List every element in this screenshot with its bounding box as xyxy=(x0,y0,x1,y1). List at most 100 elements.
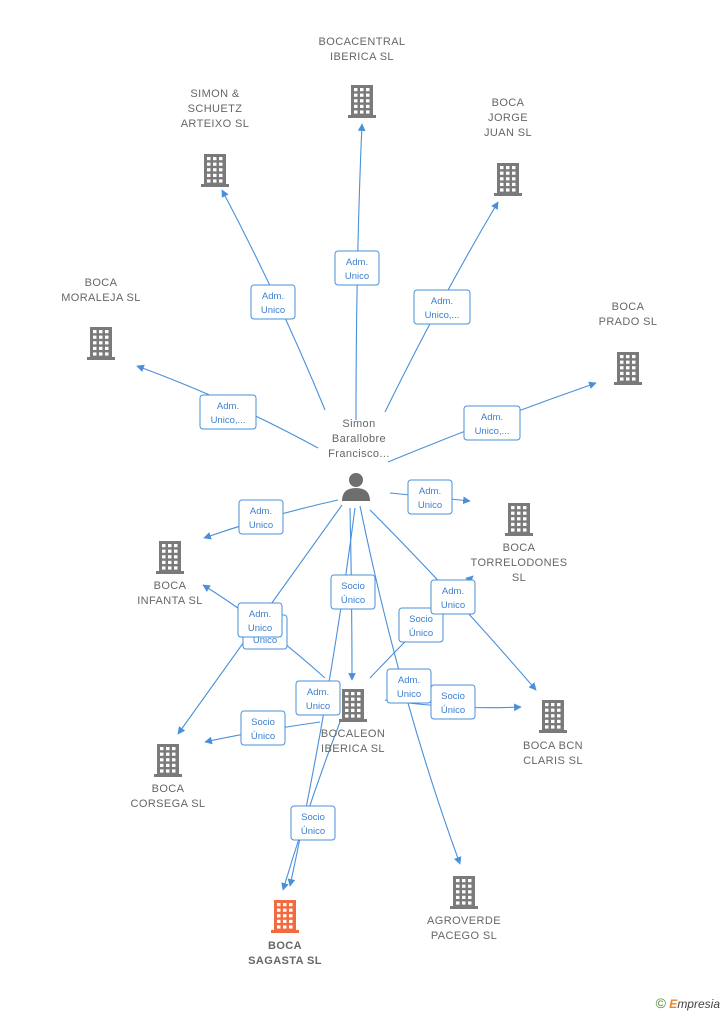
company-label-infanta-line: INFANTA SL xyxy=(137,595,203,607)
edge-label-line: Adm. xyxy=(431,296,453,307)
company-label-sagasta-line: SAGASTA SL xyxy=(248,955,322,967)
edge-label-e2[interactable]: Adm. Unico xyxy=(250,284,296,320)
edge-label-line: Adm. xyxy=(262,291,284,302)
company-label-moraleja-line: MORALEJA SL xyxy=(61,292,141,304)
edge-label-e1[interactable]: Adm. Unico xyxy=(334,250,380,286)
company-label-jorge-line: JORGE xyxy=(488,112,528,124)
edge-label-line: Unico xyxy=(253,635,277,646)
edge-label-text: Adm. Unico xyxy=(248,609,272,634)
person-icon[interactable] xyxy=(342,473,370,501)
person-label-line: Barallobre xyxy=(332,433,386,445)
edge-label-line: Unico xyxy=(397,689,421,700)
edge-label-line: Unico xyxy=(249,520,273,531)
company-label-simon-line: ARTEIXO SL xyxy=(181,118,250,130)
building-icon-claris[interactable] xyxy=(539,700,567,733)
company-label-simon-line: SCHUETZ xyxy=(188,103,243,115)
building-icon-corsega[interactable] xyxy=(154,744,182,777)
edge-label-text: Adm.Unico xyxy=(397,675,421,700)
edge-label-line: Socio xyxy=(341,581,365,592)
edge-label-e15[interactable]: Adm.Unico xyxy=(386,668,432,704)
edge-label-line: Único xyxy=(301,826,325,837)
company-label-simon: SIMON & SCHUETZ ARTEIXO SL xyxy=(181,88,250,130)
person-label-line: Francisco... xyxy=(328,448,390,460)
company-label-corsega-line: BOCA xyxy=(152,783,185,795)
edge-label-line: Unico xyxy=(248,623,272,634)
company-label-agroverde-line: PACEGO SL xyxy=(431,930,497,942)
company-label-infanta-line: BOCA xyxy=(154,580,187,592)
building-icon-bocacentral[interactable] xyxy=(348,85,376,118)
building-icon-prado[interactable] xyxy=(614,352,642,385)
edge-label-e5[interactable]: Adm. Unico,... xyxy=(463,405,521,441)
edge-label-line: Adm. xyxy=(442,586,464,597)
company-label-moraleja: BOCA MORALEJA SL xyxy=(61,277,141,304)
building-icon-infanta[interactable] xyxy=(156,541,184,574)
edge-label-text: Adm.Unico xyxy=(306,687,330,712)
edge-label-line: Unico,... xyxy=(475,426,510,437)
building-icon-simon[interactable] xyxy=(201,154,229,187)
company-label-bocaleon: BOCALEON IBERICA SL xyxy=(321,728,385,755)
building-icon-sagasta[interactable] xyxy=(271,900,299,933)
edge-label-e3[interactable]: Adm. Unico,... xyxy=(413,289,471,325)
edge-label-line: Unico xyxy=(418,500,442,511)
edge-label-text: Adm. Unico,... xyxy=(425,296,460,321)
company-label-simon-line: SIMON & xyxy=(190,88,240,100)
edge-label-e12[interactable]: Adm.Unico xyxy=(295,680,341,716)
edge-line xyxy=(281,721,341,891)
edge-label-line: Adm. xyxy=(250,506,272,517)
person-label-line: Simon xyxy=(342,418,375,430)
building-icon-bocaleon[interactable] xyxy=(339,689,367,722)
brand-initial: E xyxy=(669,997,678,1011)
company-label-claris-line: BOCA BCN xyxy=(523,740,583,752)
edge-label-text: Adm. Unico xyxy=(249,506,273,531)
edge-label-text: Adm. Unico xyxy=(261,291,285,316)
company-label-torrelodones-line: SL xyxy=(512,572,526,584)
building-icon-agroverde[interactable] xyxy=(450,876,478,909)
edge-label-text: Adm.Unico,... xyxy=(211,401,246,426)
edge-label-line: Único xyxy=(251,731,275,742)
edge-label-line: Adm. xyxy=(481,412,503,423)
company-label-bocaleon-line: BOCALEON xyxy=(321,728,385,740)
edge-label-line: Adm. xyxy=(346,257,368,268)
edge-label-line: Único xyxy=(441,705,465,716)
building-icon-moraleja[interactable] xyxy=(87,327,115,360)
building-icon-jorge[interactable] xyxy=(494,163,522,196)
company-label-infanta: BOCA INFANTA SL xyxy=(137,580,203,607)
company-label-moraleja-line: BOCA xyxy=(85,277,118,289)
company-label-bocaleon-line: IBERICA SL xyxy=(321,743,385,755)
edge-label-line: Unico,... xyxy=(425,310,460,321)
copyright-icon: © xyxy=(655,995,666,1011)
edge-label-line: Unico xyxy=(345,271,369,282)
edge-label-line: Adm. xyxy=(249,609,271,620)
edge-label-e7[interactable]: Adm. Unico xyxy=(238,499,284,535)
edge-label-text: Adm. Unico,... xyxy=(475,412,510,437)
company-label-bocacentral-line: BOCACENTRAL xyxy=(319,36,406,48)
building-icon-torrelodones[interactable] xyxy=(505,503,533,536)
edge-label-line: Socio xyxy=(301,812,325,823)
company-label-prado-line: PRADO SL xyxy=(599,316,658,328)
company-label-torrelodones-line: TORRELODONES xyxy=(471,557,568,569)
edge-label-line: Socio xyxy=(409,614,433,625)
edge-label-line: Socio xyxy=(441,691,465,702)
edge-label-e11[interactable]: Adm.Unico xyxy=(430,579,476,615)
edge-label-e6[interactable]: Adm.Unico xyxy=(407,479,453,515)
edge-label-e9b[interactable]: Adm. Unico xyxy=(237,602,283,638)
edge-label-line: Unico xyxy=(261,305,285,316)
edge-label-line: Adm. xyxy=(217,401,239,412)
edge-label-e4[interactable]: Adm.Unico,... xyxy=(199,394,257,430)
brand-name: mpresia xyxy=(677,997,720,1011)
